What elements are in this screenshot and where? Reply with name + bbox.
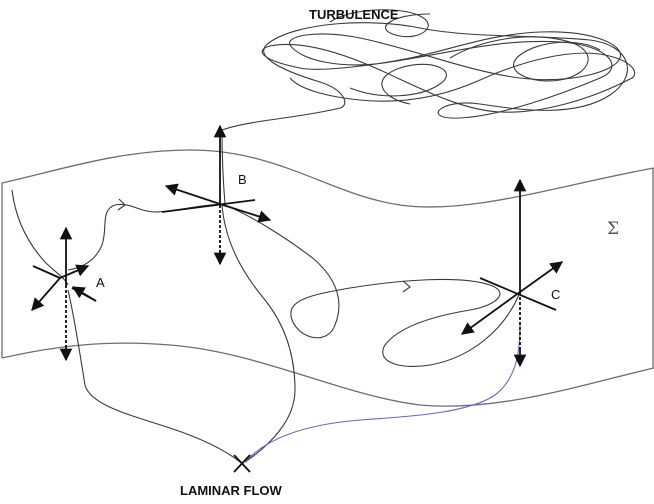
laminar-flow-marker	[233, 454, 251, 473]
axes-a	[31, 226, 97, 362]
trajectory-lines	[11, 129, 521, 463]
laminar-flow-title: LAMINAR FLOW	[180, 483, 283, 498]
axes-c	[460, 178, 564, 368]
point-b-label: B	[238, 172, 247, 187]
axes-b	[161, 124, 272, 266]
point-a-label: A	[96, 275, 105, 290]
surface-sigma	[1, 149, 654, 407]
surface-top-edge	[1, 149, 654, 208]
surface-sigma-label: Σ	[607, 219, 619, 239]
point-c-label: C	[551, 287, 560, 302]
surface-bottom-edge	[1, 342, 654, 407]
turbulence-title: TURBULENCE	[309, 7, 399, 22]
turbulence-tangle	[221, 9, 636, 131]
